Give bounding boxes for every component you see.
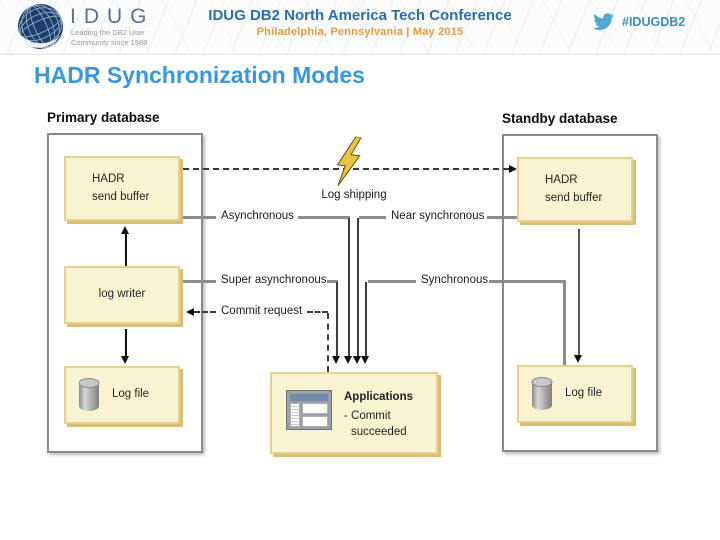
standby-database-label: Standby database xyxy=(502,111,618,126)
primary-log-file-node: Log file xyxy=(64,366,180,424)
logwriter-to-sendbuffer-arrow xyxy=(125,233,127,267)
database-cylinder-icon xyxy=(78,378,100,411)
standby-hadr-send-buffer-node: HADR send buffer xyxy=(517,157,633,222)
application-window-icon xyxy=(286,390,332,430)
applications-label: Applications xyxy=(344,391,414,403)
asynchronous-connector xyxy=(182,216,216,219)
logwriter-to-logfile-arrow xyxy=(125,329,127,358)
page-title: HADR Synchronization Modes xyxy=(34,62,365,88)
primary-database-label: Primary database xyxy=(47,110,160,125)
conference-subtitle: Philadelphia, Pennsylvania | May 2015 xyxy=(256,26,464,38)
database-cylinder-icon xyxy=(531,377,553,410)
log-shipping-label: Log shipping xyxy=(321,189,387,201)
synchronous-connector xyxy=(365,282,367,357)
super-asynchronous-connector xyxy=(182,280,216,283)
conference-title: IDUG DB2 North America Tech Conference xyxy=(208,7,512,24)
globe-logo-icon xyxy=(18,4,63,49)
idug-tagline: Leading the DB2 User Community since 198… xyxy=(71,28,148,48)
header-banner: IDUG Leading the DB2 User Community sinc… xyxy=(0,0,720,55)
commit-request-connector xyxy=(194,311,216,313)
applications-node: Applications - Commit succeeded xyxy=(270,372,438,454)
standby-log-file-node: Log file xyxy=(517,365,633,423)
twitter-hashtag: #IDUGDB2 xyxy=(594,13,685,31)
commit-request-arrowhead xyxy=(186,308,194,316)
log-shipping-arrowhead xyxy=(509,165,517,173)
primary-hadr-send-buffer-node: HADR send buffer xyxy=(64,156,180,221)
commit-request-label: Commit request xyxy=(219,305,305,317)
near-synchronous-label: Near synchronous xyxy=(389,210,487,222)
log-writer-node: log writer xyxy=(64,266,180,324)
super-asynchronous-label: Super asynchronous xyxy=(219,274,329,286)
near-synchronous-connector xyxy=(357,218,359,357)
twitter-bird-icon xyxy=(594,13,614,31)
idug-brand: IDUG xyxy=(70,5,155,28)
applications-note: - Commit xyxy=(344,409,391,422)
standby-buffer-to-logfile-arrow xyxy=(578,229,580,357)
synchronous-label: Synchronous xyxy=(419,274,491,286)
lightning-bolt-icon xyxy=(336,136,363,186)
asynchronous-label: Asynchronous xyxy=(219,210,296,222)
